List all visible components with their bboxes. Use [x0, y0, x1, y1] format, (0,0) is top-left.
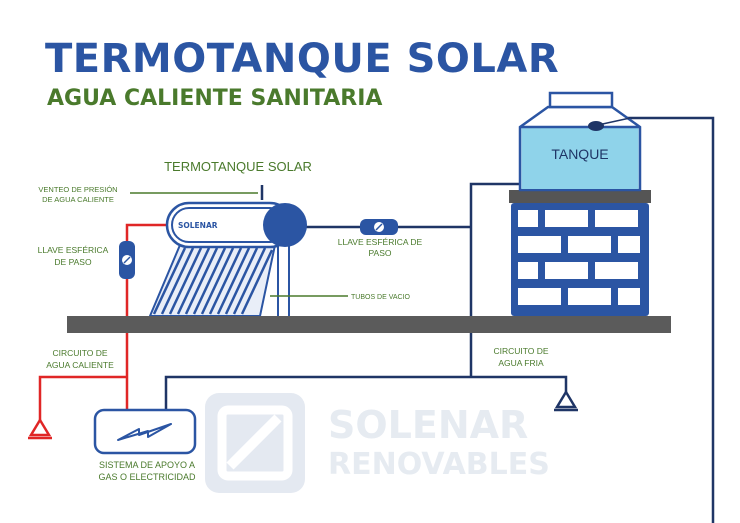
- tank-stand: [509, 190, 651, 316]
- valve-icon: [360, 219, 398, 235]
- circuito-caliente-label-2: AGUA CALIENTE: [46, 360, 114, 370]
- vacuum-tubes: [148, 244, 348, 317]
- llave-left-label-1: LLAVE ESFÉRICA: [38, 245, 109, 255]
- watermark-line1: SOLENAR: [328, 403, 528, 447]
- venteo-label-1: VENTEO DE PRESIÓN: [38, 185, 117, 194]
- llave-left-label-2: DE PASO: [54, 257, 92, 267]
- tap-outlet-icon: [28, 417, 52, 440]
- venteo-label-2: DE AGUA CALIENTE: [42, 195, 114, 204]
- sistema-label-2: GAS O ELECTRICIDAD: [98, 472, 196, 482]
- sistema-apoyo: [93, 408, 197, 455]
- pipe-cold-circuit: [164, 375, 568, 410]
- pipe-hot-vertical: [125, 223, 175, 410]
- termotanque-end-cap: [263, 203, 307, 247]
- lightning-icon: [117, 423, 172, 441]
- termotanque-body: SOLENAR: [165, 201, 307, 249]
- tanque: TANQUE: [518, 91, 642, 192]
- pipe-overflow: [600, 116, 715, 523]
- llave-right-label-2: PASO: [369, 248, 392, 258]
- sistema-label-1: SISTEMA DE APOYO A: [99, 460, 195, 470]
- page-title: TERMOTANQUE SOLAR: [45, 36, 560, 82]
- cold-water-pipes: [164, 116, 715, 523]
- tubos-label: TUBOS DE VACIO: [351, 294, 411, 301]
- valve-icon: [119, 241, 135, 279]
- page-subtitle: AGUA CALIENTE SANITARIA: [47, 86, 383, 111]
- termotanque-label: TERMOTANQUE SOLAR: [164, 159, 312, 174]
- hot-water-pipes: [38, 223, 175, 420]
- float-valve: [588, 121, 604, 131]
- circuito-fria-label-1: CIRCUITO DE: [493, 346, 548, 356]
- tanque-label: TANQUE: [551, 146, 608, 162]
- circuito-fria-label-2: AGUA FRIA: [498, 358, 544, 368]
- pipe-riser-to-tank: [469, 182, 520, 227]
- ground-slab: [67, 316, 671, 333]
- circuito-caliente-label-1: CIRCUITO DE: [52, 348, 107, 358]
- watermark-line2: RENOVABLES: [328, 447, 550, 482]
- pipe-hot-circuit: [38, 375, 127, 420]
- watermark-logo: SOLENAR RENOVABLES: [205, 393, 550, 493]
- tap-outlet-icon: [554, 389, 578, 412]
- llave-right-label-1: LLAVE ESFÉRICA DE: [338, 237, 423, 247]
- collector-brand: SOLENAR: [178, 221, 218, 230]
